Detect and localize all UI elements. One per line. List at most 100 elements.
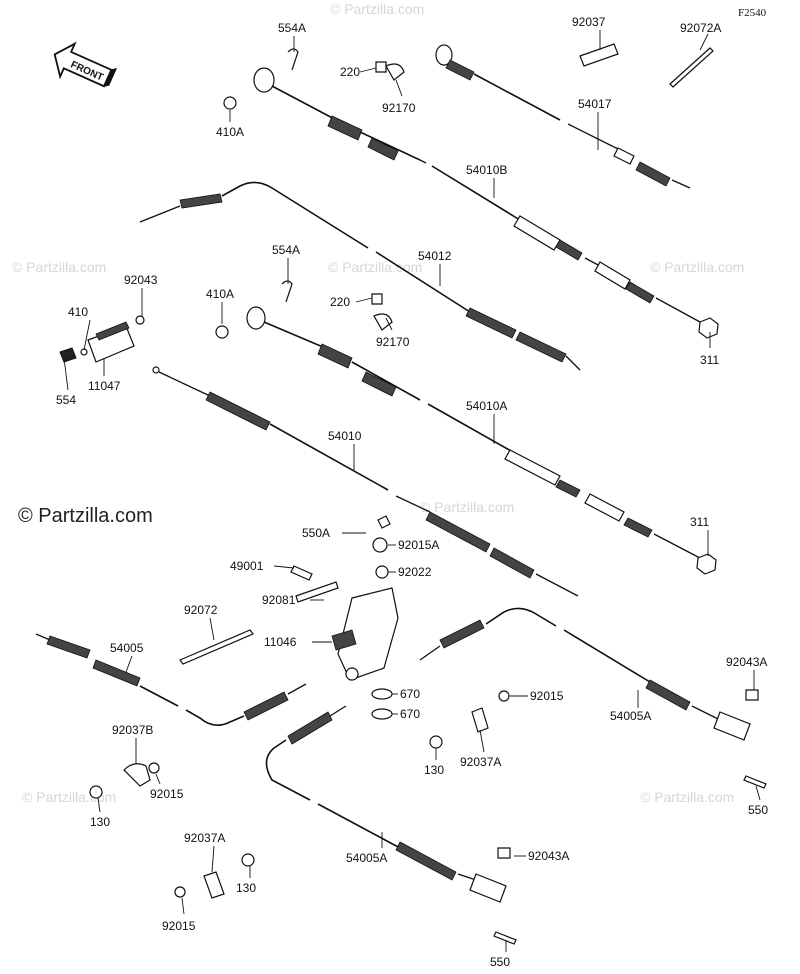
pivot-11046 xyxy=(295,515,399,681)
label-92037: 92037 xyxy=(572,15,606,29)
nut-311-bottom xyxy=(696,553,717,575)
label-550-bottom: 550 xyxy=(490,955,510,969)
front-arrow: FRONT xyxy=(53,41,118,88)
watermarks: © Partzilla.com © Partzilla.com © Partzi… xyxy=(12,1,744,805)
bracket-11047 xyxy=(59,315,145,363)
oring-670-b xyxy=(371,708,393,720)
tie-92037 xyxy=(579,43,619,67)
cap-92043A-right xyxy=(745,689,759,701)
label-410A-top: 410A xyxy=(216,125,244,139)
cap-92043A-bot xyxy=(497,847,511,859)
label-92170-top: 92170 xyxy=(382,101,416,115)
label-92072: 92072 xyxy=(184,603,218,617)
label-54005: 54005 xyxy=(110,641,144,655)
bolt-130-left xyxy=(89,785,103,799)
label-92015-left: 92015 xyxy=(150,787,184,801)
label-220-mid: 220 xyxy=(330,295,350,309)
bracket-92037B xyxy=(123,763,151,787)
leader-lines xyxy=(63,30,761,952)
bolt-130-bot xyxy=(241,853,255,867)
bracket-92037A-mid xyxy=(471,707,489,733)
label-92081: 92081 xyxy=(262,593,296,607)
label-92037A-mid: 92037A xyxy=(460,755,501,769)
label-54017: 54017 xyxy=(578,97,612,111)
label-92043A-bottom: 92043A xyxy=(528,849,569,863)
label-92043: 92043 xyxy=(124,273,158,287)
label-11046: 11046 xyxy=(264,635,297,649)
label-49001: 49001 xyxy=(230,559,264,573)
pin-550-bot xyxy=(493,931,517,945)
cable-54005A-right xyxy=(419,607,751,741)
label-92022: 92022 xyxy=(398,565,432,579)
pin-92015A xyxy=(372,537,388,553)
washer-410A-mid xyxy=(215,325,229,339)
label-92015-mid: 92015 xyxy=(530,689,564,703)
washer-92022 xyxy=(375,565,389,579)
watermark: © Partzilla.com xyxy=(640,789,734,805)
label-554A-mid: 554A xyxy=(272,243,300,257)
nut-92015-bot xyxy=(174,886,186,898)
washer-410A-top xyxy=(223,96,237,110)
label-92015A: 92015A xyxy=(398,538,439,552)
label-92043A-right: 92043A xyxy=(726,655,767,669)
cable-54010A xyxy=(246,306,701,559)
label-220-top: 220 xyxy=(340,65,360,79)
watermark: © Partzilla.com xyxy=(328,259,422,275)
label-92015-bottom: 92015 xyxy=(162,919,196,933)
strap-92072A xyxy=(669,47,714,88)
bolt-220-top xyxy=(375,61,387,73)
label-311-bottom: 311 xyxy=(690,515,709,529)
pin-550-right xyxy=(743,775,767,789)
watermark: © Partzilla.com xyxy=(12,259,106,275)
cable-54010B xyxy=(253,67,701,323)
label-550A: 550A xyxy=(302,526,330,540)
label-410A-mid: 410A xyxy=(206,287,234,301)
label-92037B: 92037B xyxy=(112,723,153,737)
cable-54005A-bottom xyxy=(265,705,507,903)
label-130-bottom: 130 xyxy=(236,881,256,895)
bolt-220-mid xyxy=(371,293,383,305)
label-130-mid: 130 xyxy=(424,763,444,777)
label-92072A: 92072A xyxy=(680,21,721,35)
label-550-right: 550 xyxy=(748,803,768,817)
label-92170-mid: 92170 xyxy=(376,335,410,349)
label-54010A: 54010A xyxy=(466,399,507,413)
label-54010B: 54010B xyxy=(466,163,507,177)
watermark: © Partzilla.com xyxy=(650,259,744,275)
oring-670-a xyxy=(371,688,393,700)
clamp-92170-top xyxy=(385,63,405,81)
label-54012: 54012 xyxy=(418,249,452,263)
nut-311-top xyxy=(698,317,719,339)
figure-code: F2540 xyxy=(738,7,767,19)
bolt-130-mid xyxy=(429,735,443,749)
label-311-top: 311 xyxy=(700,353,719,367)
cable-54012 xyxy=(139,181,581,371)
clamp-92170-mid xyxy=(373,313,393,331)
bracket-92037A-bot xyxy=(203,871,225,899)
label-670-b: 670 xyxy=(400,707,420,721)
cable-54005 xyxy=(35,633,307,726)
label-670-a: 670 xyxy=(400,687,420,701)
part-labels: 554A 220 92170 410A 92037 92072A 54017 5… xyxy=(56,15,768,969)
watermark-main: © Partzilla.com xyxy=(18,505,153,527)
label-11047: 11047 xyxy=(88,379,121,393)
fitting-49001 xyxy=(290,565,313,581)
cable-54017 xyxy=(435,44,691,189)
label-554: 554 xyxy=(56,393,76,407)
label-130-left: 130 xyxy=(90,815,110,829)
watermark: © Partzilla.com xyxy=(330,1,424,17)
label-92037A-bottom: 92037A xyxy=(184,831,225,845)
label-54010: 54010 xyxy=(328,429,362,443)
strap-92072 xyxy=(179,629,254,665)
clip-554A-mid xyxy=(281,280,293,303)
label-54005A-bottom: 54005A xyxy=(346,851,387,865)
watermark: © Partzilla.com xyxy=(420,499,514,515)
label-554A-top: 554A xyxy=(278,21,306,35)
label-410: 410 xyxy=(68,305,88,319)
clip-554A-top xyxy=(287,48,299,71)
nut-92015-mid xyxy=(498,690,510,702)
label-54005A-right: 54005A xyxy=(610,709,651,723)
nut-92015-left xyxy=(148,762,160,774)
cable-54010 xyxy=(152,366,579,597)
